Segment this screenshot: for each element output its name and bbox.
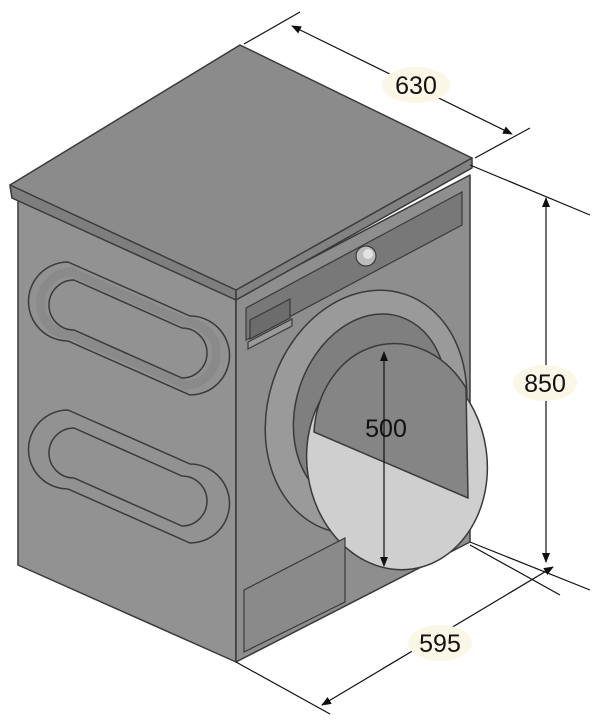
- top-edge-front: [235, 157, 473, 301]
- ext-width-left: [235, 661, 331, 715]
- depth-label-bg: [382, 67, 450, 103]
- height-label-bg: [513, 365, 577, 401]
- ext-depth-front: [474, 127, 531, 159]
- control-panel-strip: [245, 190, 463, 341]
- side-recess-upper-inner: [48, 279, 208, 379]
- side-recess-upper: [36, 267, 221, 390]
- door-diameter-label: 500: [365, 415, 407, 443]
- door-glass-half: [313, 342, 469, 500]
- ext-height-top: [469, 164, 591, 216]
- side-recess-upper-outline: [27, 261, 231, 396]
- open-door: [305, 342, 489, 571]
- width-label: 595: [419, 630, 461, 658]
- side-recess-lower-outline: [27, 409, 231, 544]
- depth-label: 630: [395, 72, 437, 100]
- control-panel: [245, 190, 463, 350]
- side-recesses: [27, 261, 231, 544]
- detergent-drawer: [247, 318, 293, 350]
- width-label-bg: [408, 625, 472, 661]
- ext-height-bottom: [469, 541, 591, 591]
- ext-depth-back: [243, 11, 301, 45]
- program-knob-center: [363, 249, 373, 259]
- side-recess-lower-inner: [48, 427, 208, 527]
- display-window: [249, 298, 291, 340]
- label-backgrounds: [382, 67, 577, 661]
- height-label: 850: [524, 370, 566, 398]
